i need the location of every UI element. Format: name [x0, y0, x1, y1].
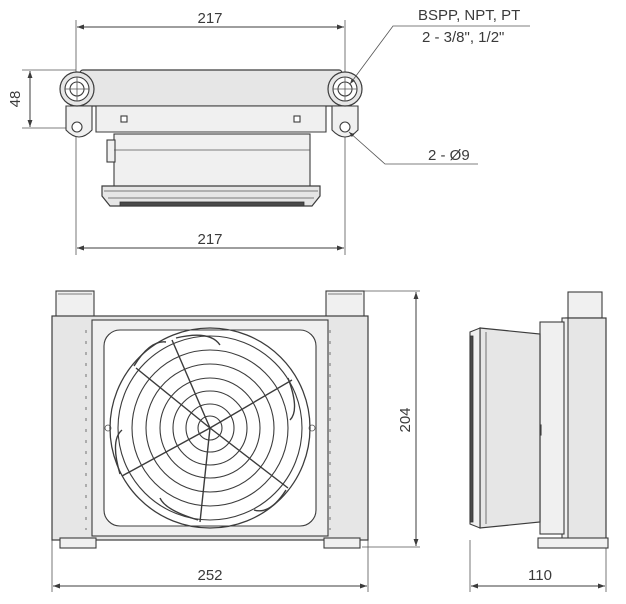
callout-port-line1: BSPP, NPT, PT	[418, 7, 520, 24]
callout-mount-holes: 2 - Ø9	[428, 147, 470, 164]
front-view: 204 252	[51, 290, 420, 592]
dim-top-width: 217	[197, 10, 222, 27]
callout-port-line2: 2 - 3/8", 1/2"	[422, 29, 504, 46]
leader-port	[349, 25, 530, 85]
side-view: 110	[469, 291, 609, 592]
dim-front-height: 204	[397, 407, 414, 432]
dim-bottom-width: 217	[197, 231, 222, 248]
dim-side-depth: 110	[528, 567, 552, 584]
dim-height-top-view: 48	[7, 91, 24, 108]
leader-mount	[348, 131, 478, 165]
port-right	[327, 71, 363, 107]
top-view: 217 48	[7, 7, 530, 255]
fan-guard	[109, 327, 311, 529]
dim-front-width: 252	[197, 567, 222, 584]
port-left	[59, 71, 95, 107]
